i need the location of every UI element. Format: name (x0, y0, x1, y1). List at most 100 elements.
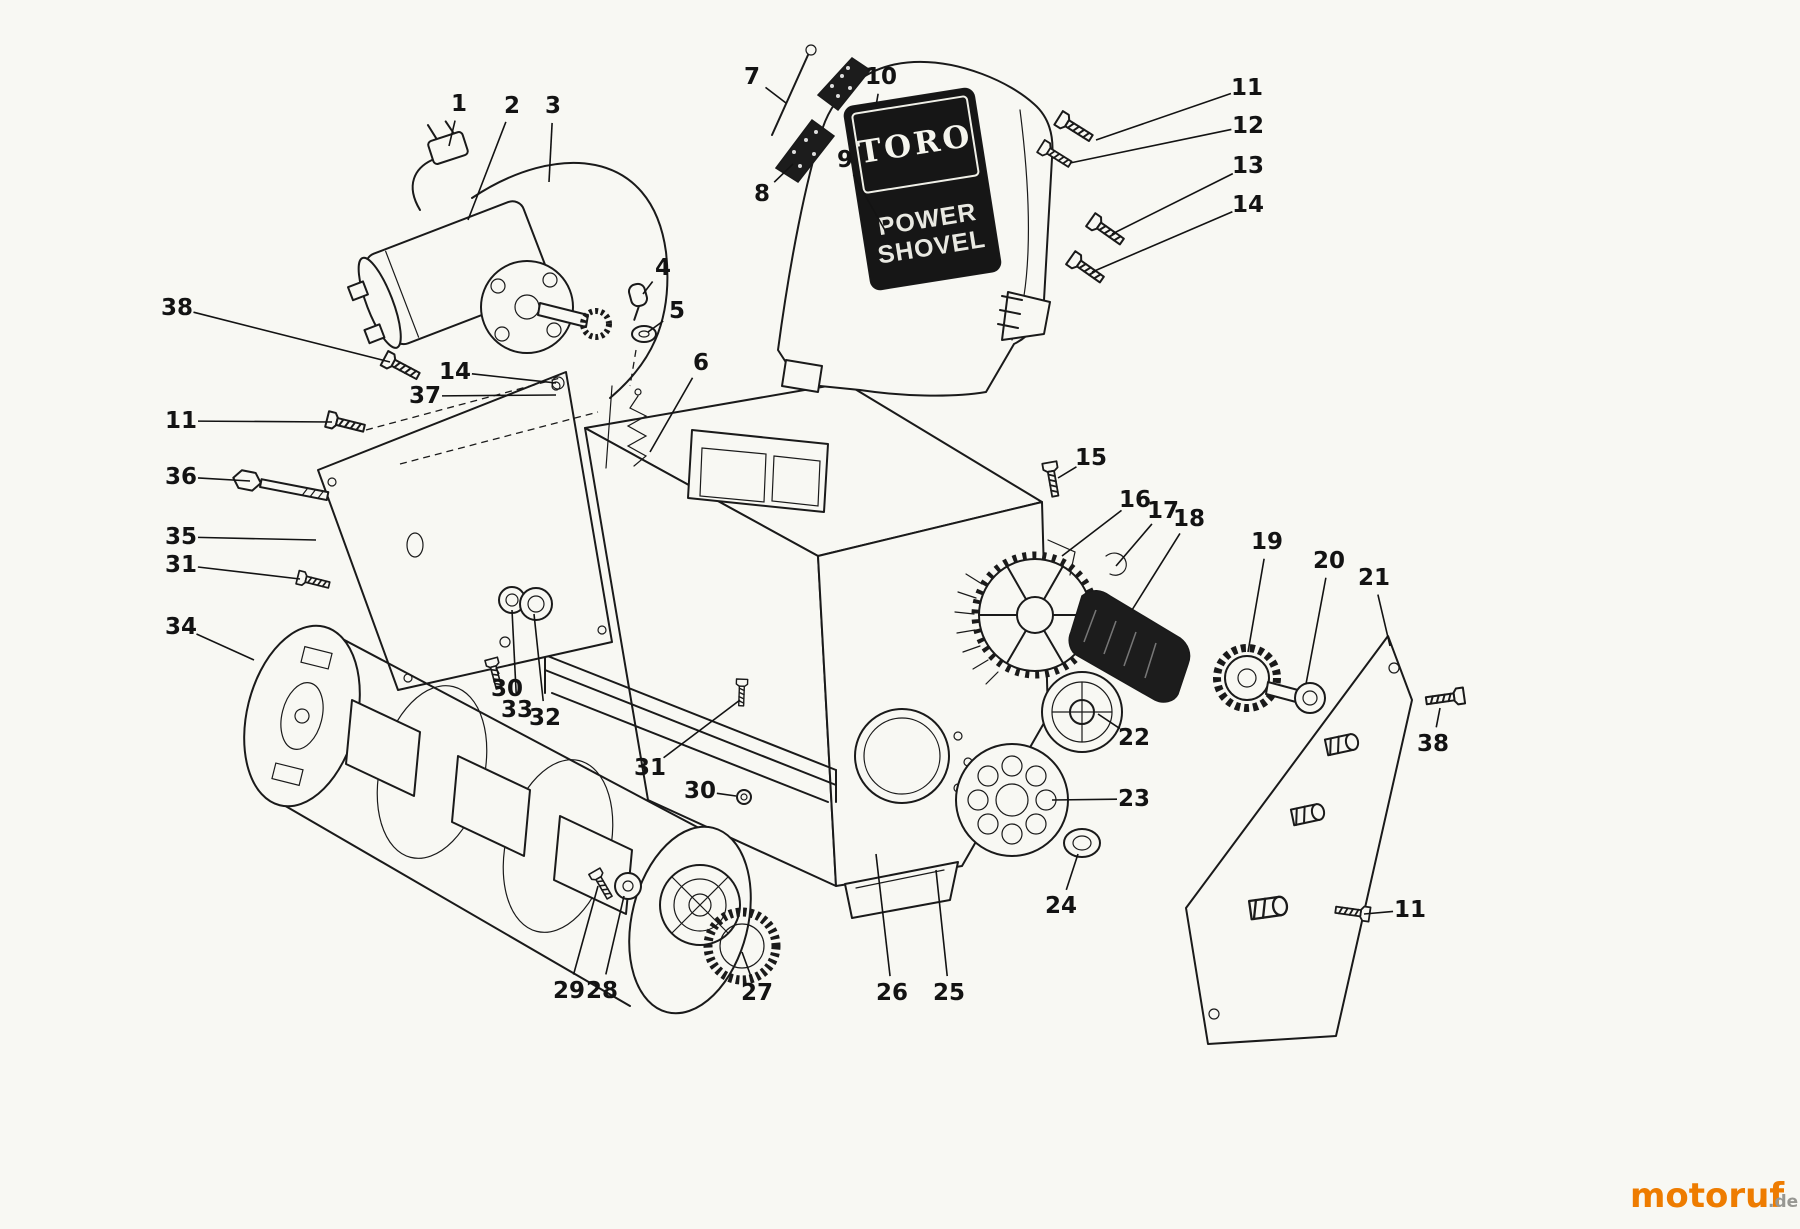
bolt-part-36 (232, 469, 330, 502)
callout-leader-34 (196, 633, 255, 661)
callout-leader-6 (649, 377, 694, 453)
part-number-35: 35 (165, 524, 197, 550)
callout-leader-16 (1061, 509, 1122, 557)
callout-leader-22 (1097, 713, 1121, 730)
screw-part-38 (379, 350, 423, 385)
part-number-22: 22 (1118, 725, 1150, 751)
auger-paddle (345, 699, 421, 797)
power-cord (411, 159, 433, 211)
callout-leader-26 (875, 853, 891, 977)
part-number-19: 19 (1251, 529, 1283, 555)
part-number-28: 28 (586, 978, 618, 1004)
callout-leader-30 (495, 667, 500, 675)
part-number-11: 11 (1394, 897, 1426, 923)
callout-leader-11 (1095, 92, 1232, 141)
screw-part-31 (295, 569, 332, 593)
toro-decal: TORO POWER SHOVEL (843, 87, 1002, 291)
part-number-11: 11 (165, 408, 197, 434)
part-number-17: 17 (1147, 498, 1179, 524)
part-number-33: 33 (501, 697, 533, 723)
part-number-4: 4 (655, 255, 671, 281)
callout-leader-38 (1435, 707, 1441, 728)
callout-leader-31 (197, 566, 301, 580)
part-number-30: 30 (684, 778, 716, 804)
part-number-31: 31 (634, 755, 666, 781)
callout-leader-31 (663, 699, 741, 759)
callout-leader-13 (1111, 172, 1234, 235)
callout-leader-32 (533, 613, 545, 702)
watermark-suffix: .de (1768, 1192, 1798, 1212)
callout-leader-18 (1131, 532, 1181, 611)
callout-leader-14 (1091, 210, 1233, 273)
callout-leader-19 (1247, 558, 1265, 653)
callout-leader-11 (1363, 910, 1394, 915)
callout-leader-24 (1065, 853, 1079, 891)
screw-part-38-right (1424, 686, 1467, 710)
callout-leader-20 (1305, 577, 1327, 685)
callout-leader-10 (875, 93, 879, 107)
auger-end-cap-left (243, 624, 361, 808)
callout-leader-7 (765, 86, 787, 104)
washer-part-28 (614, 872, 642, 900)
part-number-38: 38 (161, 295, 193, 321)
part-number-14: 14 (439, 359, 471, 385)
screw-part-11 (324, 410, 367, 437)
callout-leader-27 (741, 951, 752, 978)
nut-part-30-mid (736, 789, 752, 805)
sprocket-part-27 (703, 907, 781, 985)
callout-leader-28 (605, 895, 625, 975)
impeller-fan-illustration (971, 539, 1127, 679)
part-number-37: 37 (409, 383, 441, 409)
rod-part-7 (771, 44, 817, 136)
callout-leader-25 (935, 869, 949, 977)
callout-leader-8 (773, 163, 794, 183)
part-number-2: 2 (504, 93, 520, 119)
drive-boot-illustration (1068, 590, 1191, 703)
part-number-20: 20 (1313, 548, 1345, 574)
screw-part-11-cover (1053, 110, 1097, 146)
part-number-8: 8 (754, 181, 770, 207)
callout-leader-29 (572, 885, 599, 975)
bearing-part-20 (1294, 682, 1326, 714)
part-number-38: 38 (1417, 731, 1449, 757)
part-number-29: 29 (553, 978, 585, 1004)
part-number-18: 18 (1173, 506, 1205, 532)
callout-leader-2 (467, 121, 507, 221)
wiring-harness (471, 161, 669, 399)
callout-leader-36 (197, 477, 251, 482)
part-number-21: 21 (1358, 565, 1390, 591)
callout-leader-23 (1051, 798, 1118, 801)
part-number-15: 15 (1075, 445, 1107, 471)
callout-leader-5 (647, 320, 664, 333)
callout-leader-11 (197, 420, 333, 423)
callout-leader-1 (448, 120, 456, 147)
pulley-illustration (1041, 671, 1123, 753)
pinion-gear-illustration (1213, 644, 1326, 714)
callout-leader-4 (642, 280, 654, 295)
housing-cover-illustration: TORO POWER SHOVEL (777, 60, 1054, 397)
callout-leader-3 (548, 122, 553, 183)
auger-paddle (451, 755, 531, 857)
screw-part-15 (1041, 460, 1064, 499)
callout-leader-12 (1069, 128, 1232, 164)
retainer-bracket (1047, 539, 1076, 576)
part-number-25: 25 (933, 980, 965, 1006)
callout-leader-33 (511, 609, 517, 694)
side-plate-illustration (1185, 635, 1413, 1045)
part-number-9: 9 (837, 147, 853, 173)
callout-leader-15 (1057, 466, 1077, 479)
back-plate-illustration (317, 371, 613, 691)
motor-pinion (580, 308, 612, 340)
part-number-23: 23 (1118, 786, 1150, 812)
part-number-30: 30 (491, 676, 523, 702)
part-number-32: 32 (529, 705, 561, 731)
part-number-3: 3 (545, 93, 561, 119)
watermark: motoruf .de (1630, 1176, 1798, 1216)
part-number-7: 7 (744, 64, 760, 90)
part-number-16: 16 (1119, 487, 1151, 513)
callout-leader-17 (1115, 523, 1153, 567)
part-number-34: 34 (165, 614, 197, 640)
callout-leader-38 (193, 311, 391, 363)
